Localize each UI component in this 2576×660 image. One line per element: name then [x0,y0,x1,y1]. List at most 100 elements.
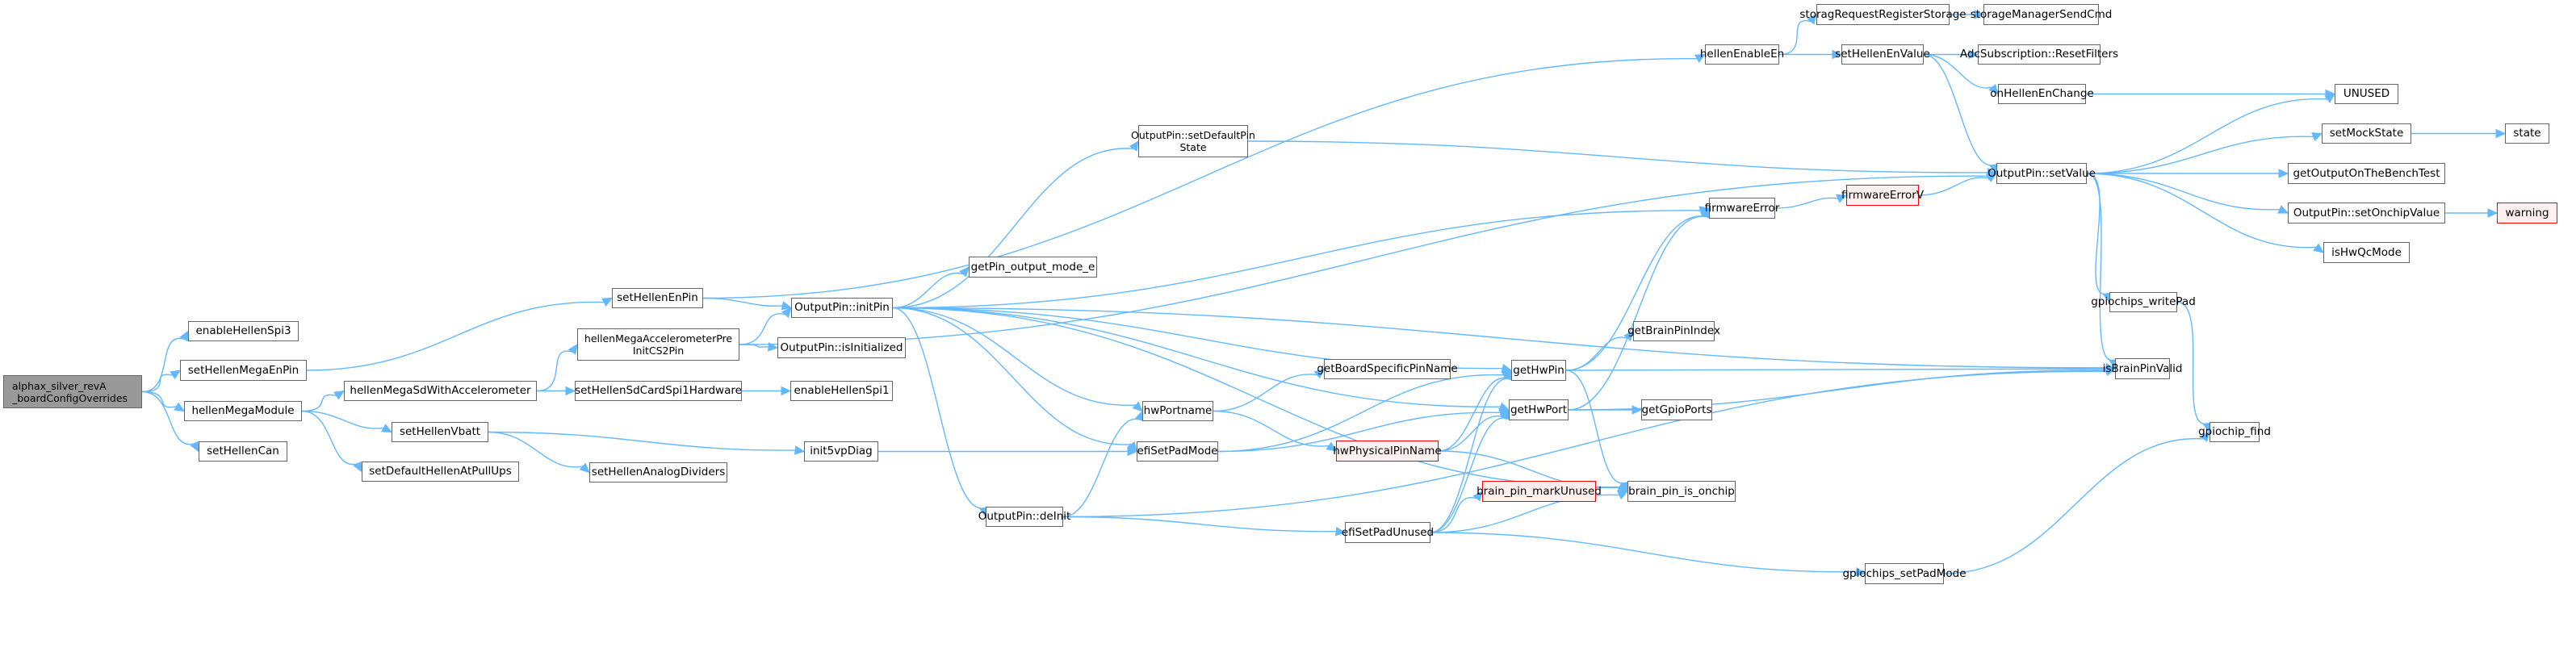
arrowhead-icon [1988,83,1999,95]
arrowhead-icon [1129,140,1139,152]
edge-initPin-to-brain_pin_is_onchip [892,307,1620,488]
arrowhead-icon [1617,491,1629,500]
arrowhead-icon [179,330,189,342]
arrowhead-icon [1127,441,1137,453]
node-state[interactable]: state [2505,123,2549,144]
node-isinitialized[interactable]: OutputPin::isInitialized [777,337,906,358]
node-setdefaultpinstate[interactable]: OutputPin::setDefaultPin State [1131,125,1255,157]
edge-setHellenEnPin-to-hellenEnableEn [702,58,1698,299]
arrowhead-icon [565,386,576,396]
node-unused[interactable]: UNUSED [2335,84,2398,104]
arrowhead-icon [1974,10,1985,19]
arrowhead-icon [333,390,346,400]
arrowhead-icon [781,386,792,396]
arrowhead-icon [781,307,792,318]
node-sethellenenpin[interactable]: setHellenEnPin [612,288,703,308]
arrowhead-icon [1334,526,1347,537]
node-ishwqcmode[interactable]: isHwQcMode [2323,242,2410,263]
edge-firmwareError-to-firmwareErrorV [1774,197,1838,209]
edge-setHellenEnValue-to-onHellenEnChange [1923,53,1993,89]
node-warning[interactable]: warning [2497,203,2557,223]
node-setonchipvalue[interactable]: OutputPin::setOnchipValue [2288,203,2445,223]
edge-initPin-to-isBrainPinValid [892,307,2107,369]
node-efisetpadunused[interactable]: efiSetPadUnused [1342,522,1434,543]
node-getbrainpinindex[interactable]: getBrainPinIndex [1627,321,1720,341]
edge-hellenMegaModule-to-setHellenVbatt [301,410,384,429]
arrowhead-icon [2495,128,2507,139]
node-getboardspecificpinname[interactable]: getBoardSpecificPinName [1317,359,1458,379]
arrowhead-icon [794,445,806,455]
node-sethellenvbatt[interactable]: setHellenVbatt [392,422,488,442]
arrowhead-icon [2278,169,2289,178]
edge-initPin-to-firmwareError [892,210,1701,309]
node-efisetpadmode[interactable]: efiSetPadMode [1137,441,1218,462]
node-sethellenenvalue[interactable]: setHellenEnValue [1835,44,1930,65]
edge-efiSetPadUnused-to-getHwPin [1430,378,1510,533]
arrowhead-icon [353,461,362,473]
node-resetfilters[interactable]: AdcSubscription::ResetFilters [1960,44,2118,65]
arrowhead-icon [2105,366,2117,375]
node-hwphysicalpinname[interactable]: hwPhysicalPinName [1333,441,1442,462]
edge-root-to-enableHellenSpi3 [141,337,185,393]
edge-efiSetPadUnused-to-getHwPort [1430,417,1507,533]
node-getgpioports[interactable]: getGpioPorts [1641,399,1712,420]
node-sethellencan[interactable]: setHellenCan [199,441,287,462]
node-getoutputonthebenchtest[interactable]: getOutputOnTheBenchTest [2288,163,2445,184]
edge-root-to-setHellenMegaEnPin [141,374,173,393]
node-firmwareerror[interactable]: firmwareError [1705,198,1779,219]
edge-efiSetPadUnused-to-brain_pin_markUnused [1430,496,1477,533]
node-setmockstate[interactable]: setMockState [2322,123,2411,144]
edge-gpiochips_setPadMode-to-gpiochip_find [1943,438,2204,574]
edge-initPin-to-getHwPort [892,307,1501,407]
arrowhead-icon [1313,368,1325,379]
edge-setHellenEnPin-to-initPin [702,297,783,307]
node-gethwpin[interactable]: getHwPin [1511,360,1566,381]
edge-setValue-to-UNUSED [2086,98,2328,174]
arrowhead-icon [190,441,199,453]
node-gpiochips-setpadmode[interactable]: gpiochips_setPadMode [1842,563,1967,584]
arrowhead-icon [1968,49,1979,60]
node-hellenmegasdwithaccelerometer[interactable]: hellenMegaSdWithAccelerometer [344,381,537,401]
edge-deInit-to-efiSetPadUnused [1062,516,1337,533]
node-sethellensdcardspi1hardware[interactable]: setHellenSdCardSpi1Hardware [575,381,742,401]
edge-hellenMegaModule-to-hellenMegaSdWithAccelerometer [301,394,337,412]
node-hellenmegaaccelerometerpreinitcs2pin[interactable]: hellenMegaAccelerometerPre InitCS2Pin [577,328,739,361]
node-getpin-output-mode-e[interactable]: getPin_output_mode_e [969,257,1097,278]
node-sethellenanalogdividers[interactable]: setHellenAnalogDividers [589,462,727,482]
node-storagemanagersendcmd[interactable]: storageManagerSendCmd [1971,4,2112,25]
node-hellenmegamodule[interactable]: hellenMegaModule [184,401,302,421]
node-init5vpdiag[interactable]: init5vpDiag [804,441,878,462]
arrowhead-icon [2313,243,2324,253]
node-onhellenenchange[interactable]: onHellenEnChange [1990,84,2094,104]
node-hwportname[interactable]: hwPortname [1142,401,1213,421]
node-hellenenableen[interactable]: hellenEnableEn [1700,44,1784,65]
node-enablehellenspi1[interactable]: enableHellenSpi1 [790,381,893,401]
node-gpiochip-find[interactable]: gpiochip_find [2198,422,2271,442]
node-deinit[interactable]: OutputPin::deInit [978,507,1070,527]
node-setdefaulthellenatpullups[interactable]: setDefaultHellenAtPullUps [362,462,519,482]
node-isbrainpinvalid[interactable]: isBrainPinValid [2103,358,2182,379]
edge-root-to-setHellenCan [141,391,195,445]
node-initpin[interactable]: OutputPin::initPin [791,298,893,318]
node-storagrequestregisterstorage[interactable]: storagRequestRegisterStorage [1799,4,1967,25]
edge-hellenMegaAccelerometerPreInitCS2Pin-to-setValue [739,175,1988,345]
node-firmwareerrorv[interactable]: firmwareErrorV [1841,185,1924,206]
arrowhead-icon [579,462,590,474]
node-sethellenmegaenpin[interactable]: setHellenMegaEnPin [180,360,307,381]
node-setvalue[interactable]: OutputPin::setValue [1987,163,2096,184]
edge-initPin-to-hwPortname [892,307,1136,406]
node-brain-pin-markunused[interactable]: brain_pin_markUnused [1476,481,1602,502]
node-brain-pin-is-onchip[interactable]: brain_pin_is_onchip [1627,481,1736,502]
edge-hwPhysicalPinName-to-getHwPin [1438,377,1509,452]
arrowhead-icon [959,266,970,278]
node-gethwport[interactable]: getHwPort [1509,399,1569,420]
edge-setHellenVbatt-to-setHellenAnalogDividers [488,431,583,468]
edge-gpiochips_writePad-to-gpiochip_find [2176,301,2208,424]
arrowhead-icon [1986,173,1998,182]
edge-getHwPort-to-firmwareError [1568,215,1707,411]
node-enablehellenspi3[interactable]: enableHellenSpi3 [188,321,299,341]
arrowhead-icon [1854,566,1866,577]
node-gpiochips-writepad[interactable]: gpiochips_writePad [2091,292,2196,312]
edge-setHellenMegaEnPin-to-setHellenEnPin [306,301,605,371]
